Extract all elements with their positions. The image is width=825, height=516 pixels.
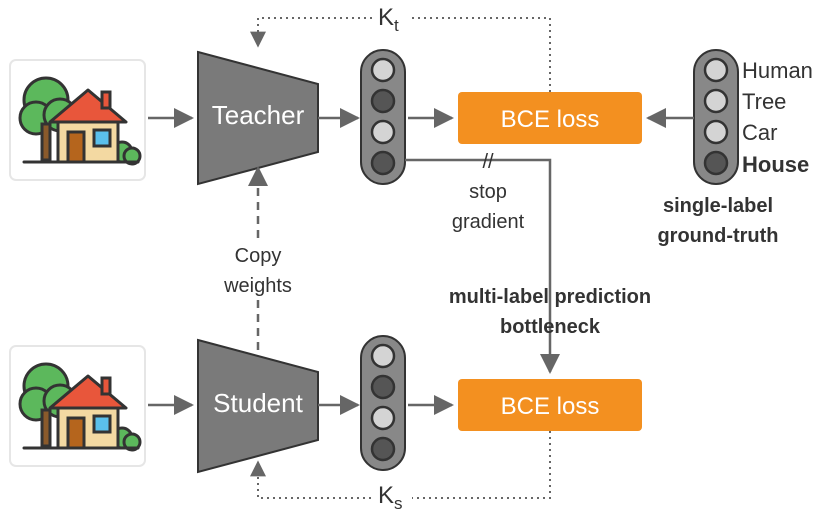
student-network-shape (197, 338, 319, 474)
ground-truth-node (703, 57, 729, 83)
bottleneck-label-line1: multi-label prediction (449, 286, 651, 308)
student-output-vector (360, 335, 406, 471)
copy-weights-line2: weights (223, 275, 292, 297)
teacher-output-node (370, 150, 396, 176)
teacher-output-node (370, 119, 396, 145)
student-output-node (370, 405, 396, 431)
kt-feedback-path (250, 17, 551, 92)
bce-loss-bottom-box (458, 379, 642, 431)
ks-label-bg (372, 482, 412, 514)
copy-weights-label-bg (214, 238, 304, 300)
student-output-node (370, 374, 396, 400)
student-output-node (370, 436, 396, 462)
teacher-label: Teacher (212, 100, 305, 130)
ks-main: K (378, 482, 394, 509)
class-label-human: Human (742, 58, 813, 83)
student-label: Student (213, 388, 303, 418)
ground-truth-node (703, 119, 729, 145)
bottleneck-label-line2: bottleneck (500, 316, 601, 338)
ground-truth-node (703, 150, 729, 176)
ground-truth-node (703, 88, 729, 114)
ground-truth-caption-line1: single-label (663, 195, 773, 217)
teacher-input-image (8, 58, 147, 182)
teacher-output-node (370, 57, 396, 83)
stop-gradient-mark: // (482, 151, 494, 173)
ks-subscript: s (394, 494, 403, 513)
bce-loss-top-box (458, 92, 642, 144)
teacher-output-vector (360, 49, 406, 185)
ground-truth-vector (693, 49, 739, 185)
kt-main: K (378, 4, 394, 31)
kt-subscript: t (394, 16, 399, 35)
stop-gradient-path (405, 158, 560, 374)
kt-label: Kt (378, 4, 399, 35)
class-label-tree: Tree (742, 89, 786, 114)
stop-gradient-line2: gradient (452, 211, 525, 233)
class-label-car: Car (742, 120, 777, 145)
student-output-node (370, 343, 396, 369)
ks-label: Ks (378, 482, 403, 513)
teacher-output-node (370, 88, 396, 114)
class-label-house: House (742, 152, 809, 177)
bce-loss-bottom-label: BCE loss (501, 393, 600, 420)
ground-truth-caption-line2: ground-truth (657, 225, 778, 247)
stop-gradient-line1: stop (469, 181, 507, 203)
student-input-image (8, 344, 147, 468)
bce-loss-top-label: BCE loss (501, 106, 600, 133)
house-with-tree-icon (8, 58, 147, 182)
teacher-network-shape (197, 50, 319, 186)
copy-weights-line1: Copy (235, 245, 282, 267)
house-with-tree-icon (8, 344, 147, 468)
kt-label-bg (372, 4, 412, 34)
